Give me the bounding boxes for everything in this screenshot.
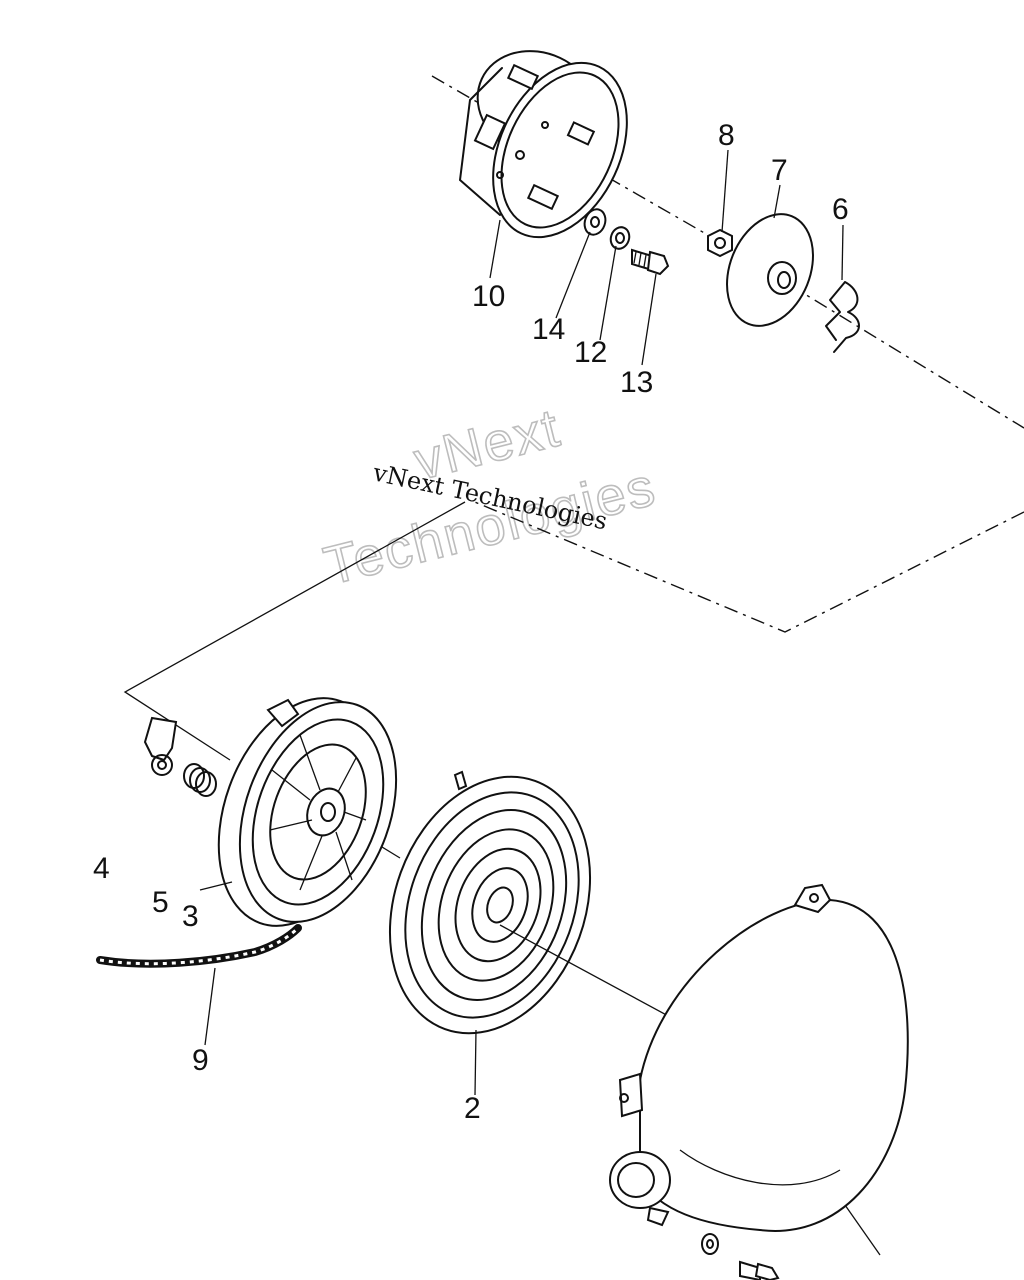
rope-reel-part-3 <box>217 697 398 927</box>
lock-washer-part-12 <box>609 226 631 250</box>
callout-labels: 8 7 6 10 14 12 13 4 5 3 9 2 <box>93 119 849 1125</box>
callout-10: 10 <box>472 280 505 313</box>
starter-cup-part-10 <box>459 50 628 239</box>
bolt-part-13 <box>631 248 670 276</box>
pawl-spring-part-5 <box>183 763 217 797</box>
pulley-plate-part-7 <box>726 213 814 327</box>
housing-bolt <box>739 1260 780 1280</box>
nut-part-8 <box>707 228 733 258</box>
watermark-outline-line2: Technologies <box>318 456 662 596</box>
callout-4: 4 <box>93 852 110 885</box>
callout-3: 3 <box>182 900 199 933</box>
washer-part-14 <box>583 208 607 236</box>
starter-housing <box>609 883 909 1232</box>
housing-washer <box>701 1233 719 1255</box>
callout-5: 5 <box>152 886 169 919</box>
callout-14: 14 <box>532 313 565 346</box>
callout-9: 9 <box>192 1044 209 1077</box>
callout-2: 2 <box>464 1092 481 1125</box>
spring-clip-part-6 <box>825 281 860 353</box>
callout-13: 13 <box>620 366 653 399</box>
callout-7: 7 <box>771 154 788 187</box>
leader-lines <box>199 149 844 1096</box>
recoil-spring-part-2 <box>388 770 592 1035</box>
starter-rope-part-9 <box>96 924 302 968</box>
pawl-part-4 <box>143 716 178 776</box>
callout-12: 12 <box>574 336 607 369</box>
callout-8: 8 <box>718 119 735 152</box>
watermark: vNext Technologies vNext Technologies <box>318 397 663 598</box>
callout-6: 6 <box>832 193 849 226</box>
